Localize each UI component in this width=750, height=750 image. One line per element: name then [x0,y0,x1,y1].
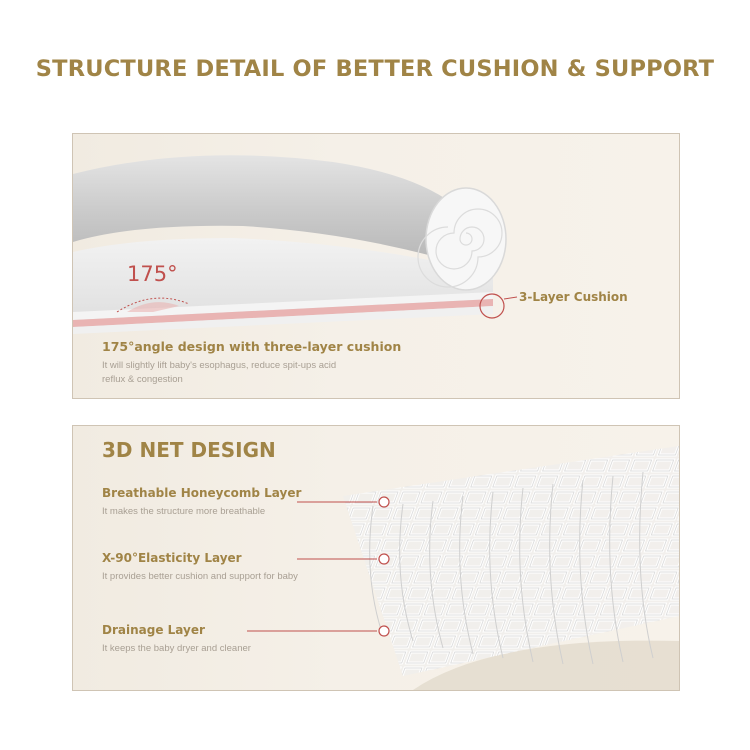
cushion-illustration [73,155,518,334]
elasticity-layer-description: It provides better cushion and support f… [102,571,298,582]
drainage-layer-description: It keeps the baby dryer and cleaner [102,643,251,654]
elasticity-fibers [369,471,654,665]
cushion-middle-layer [73,299,493,327]
elasticity-callout-dot [378,553,390,565]
honeycomb-callout-dot [378,496,390,508]
honeycomb-mesh [343,446,679,676]
callout-circle [479,293,505,319]
honeycomb-layer-description: It makes the structure more breathable [102,506,266,517]
three-layer-cushion-label: 3-Layer Cushion [519,290,628,304]
angle-design-description: It will slightly lift baby's esophagus, … [102,360,337,385]
cushion-roll [73,155,493,274]
net-illustration [247,446,679,690]
angle-design-heading: 175°angle design with three-layer cushio… [102,339,402,354]
page-title: STRUCTURE DETAIL OF BETTER CUSHION & SUP… [35,56,715,82]
roll-end-spiral [425,187,507,291]
net-design-panel: 3D NET DESIGN Breathable Honeycomb Layer… [72,425,680,691]
angle-label: 175° [127,262,178,286]
drainage-layer-name: Drainage Layer [102,623,205,637]
drainage-callout-dot [378,625,390,637]
angle-arc [116,297,190,313]
cushion-structure-panel: 175° 3-Layer Cushion 175°angle design wi… [72,133,680,399]
elasticity-layer-name: X-90°Elasticity Layer [102,551,242,565]
net-design-title: 3D NET DESIGN [102,438,276,462]
honeycomb-layer-name: Breathable Honeycomb Layer [102,486,302,500]
